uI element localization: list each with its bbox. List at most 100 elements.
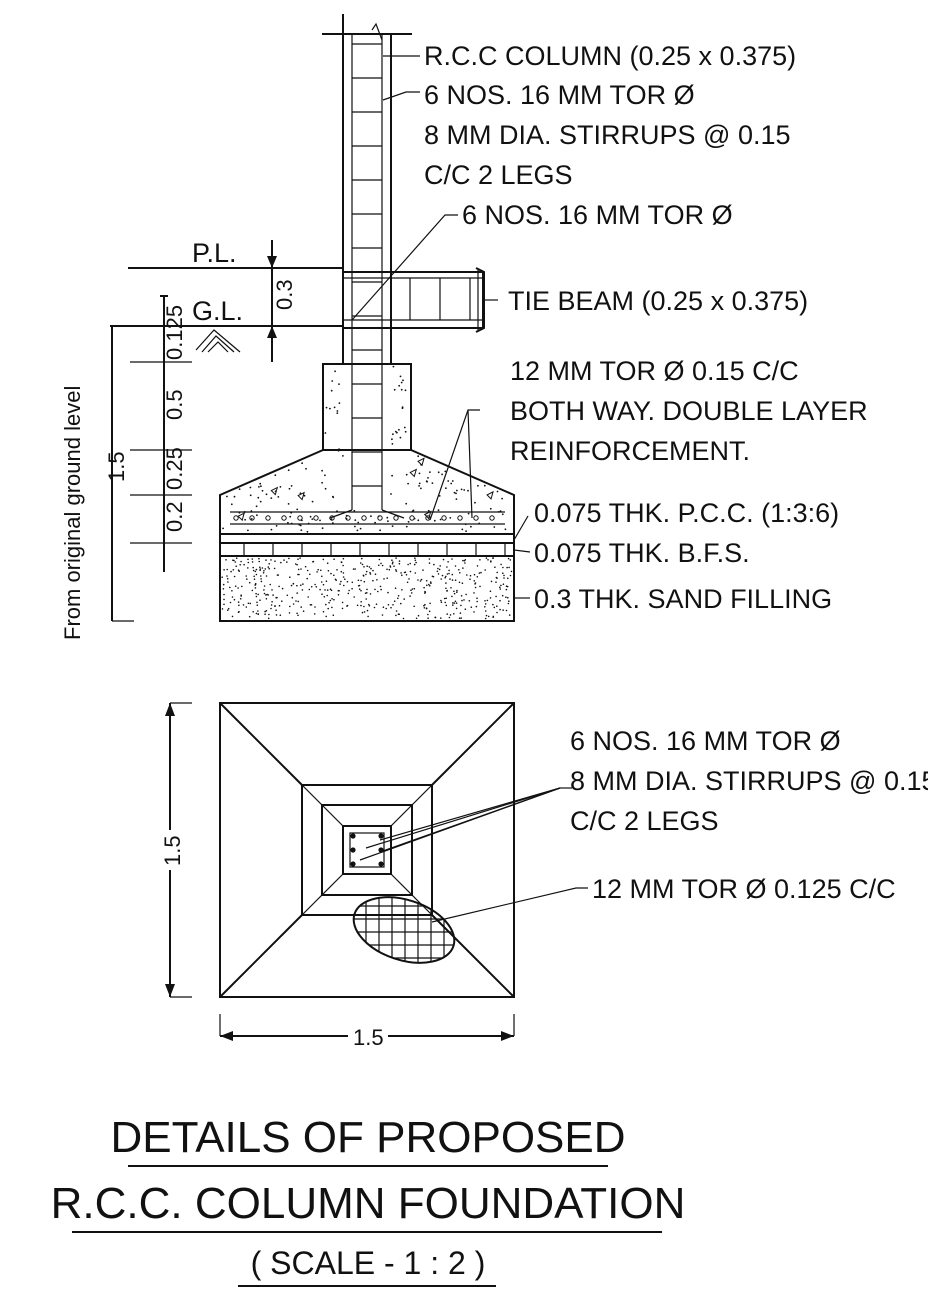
sand-grain: [409, 595, 411, 597]
speckle: [400, 381, 403, 384]
sand-grain: [370, 567, 372, 570]
speckle: [275, 525, 278, 527]
speckle: [398, 428, 400, 431]
sand-grain: [393, 565, 395, 567]
sand-grain: [286, 561, 288, 563]
sand-grain: [395, 570, 398, 572]
sand-grain: [297, 573, 299, 576]
sand-grain: [401, 574, 403, 576]
speckle: [287, 469, 290, 472]
sand-grain: [297, 558, 299, 560]
mesh-bar: [393, 515, 399, 521]
sand-grain: [308, 588, 311, 591]
bar-hook-left: [329, 509, 353, 519]
speckle: [391, 438, 393, 441]
speckle: [305, 467, 307, 470]
speckle: [259, 500, 262, 503]
speckle: [288, 487, 291, 490]
sand-grain: [424, 603, 426, 606]
sand-grain: [263, 589, 265, 591]
sand-grain: [275, 597, 277, 599]
sand-grain: [302, 583, 304, 585]
sand-grain: [449, 614, 452, 616]
speckle: [334, 370, 336, 373]
callout-main-bars: 6 NOS. 16 MM TOR Ø: [424, 80, 695, 110]
sand-grain: [325, 603, 327, 606]
callout-mesh-3: REINFORCEMENT.: [510, 436, 750, 466]
speckle: [449, 517, 452, 519]
sand-grain: [479, 559, 481, 561]
sand-grain: [439, 565, 442, 567]
sand-grain: [415, 561, 417, 564]
sand-grain: [264, 610, 266, 613]
sand-grain: [320, 569, 322, 572]
sand-grain: [365, 598, 368, 600]
sand-grain: [368, 605, 371, 607]
sand-grain: [409, 562, 412, 565]
sand-grain: [390, 606, 392, 609]
sand-grain: [484, 603, 487, 605]
callout-tie-beam: TIE BEAM (0.25 x 0.375): [508, 286, 808, 316]
sand-grain: [448, 569, 450, 572]
sand-grain: [319, 588, 321, 591]
sand-grain: [321, 575, 323, 578]
sand-grain: [323, 596, 326, 598]
sand-grain: [415, 617, 418, 620]
sand-grain: [251, 589, 254, 592]
sand-grain: [312, 560, 315, 563]
sand-grain: [380, 588, 382, 591]
sand-grain: [408, 578, 410, 580]
sand-grain: [310, 586, 313, 588]
sand-grain: [454, 565, 457, 567]
sand-grain: [422, 569, 424, 571]
sand-grain: [496, 611, 498, 614]
sand-grain: [245, 606, 248, 608]
sand-grain: [254, 587, 257, 589]
sand-grain: [283, 559, 285, 561]
sand-grain: [309, 604, 312, 606]
speckle: [399, 436, 402, 439]
sand-grain: [263, 592, 266, 595]
sand-grain: [278, 585, 280, 588]
speckle: [496, 490, 499, 493]
sand-grain: [296, 612, 298, 615]
speckle: [336, 410, 339, 412]
sand-grain: [263, 585, 266, 587]
plan-diag-br: [431, 914, 515, 998]
leader-main-bars: [382, 91, 420, 101]
sand-grain: [274, 605, 276, 607]
mesh-bar: [329, 515, 335, 521]
sand-grain: [451, 595, 453, 598]
sand-grain: [367, 615, 369, 618]
sand-grain: [337, 594, 340, 596]
sand-grain: [231, 615, 234, 618]
sand-grain: [433, 563, 435, 566]
sand-grain: [251, 561, 254, 563]
sand-grain: [223, 569, 225, 571]
plan-height-dim-gap: [158, 830, 182, 870]
sand-grain: [329, 588, 332, 590]
sand-grain: [257, 593, 260, 596]
sand-grain: [411, 588, 414, 590]
sand-grain: [440, 601, 443, 603]
sand-grain: [260, 578, 262, 580]
sand-grain: [330, 572, 332, 575]
tie-beam-stirrups: [409, 278, 471, 320]
sand-grain: [446, 613, 449, 615]
sand-grain: [487, 559, 489, 561]
sand-grain: [340, 570, 343, 573]
sand-grain: [480, 571, 482, 574]
plan-footing-outline: [219, 702, 515, 998]
callout-column: R.C.C COLUMN (0.25 x 0.375): [424, 41, 796, 71]
sand-grain: [502, 583, 505, 585]
sand-grain: [405, 574, 408, 576]
sand-grain: [288, 557, 290, 560]
sand-grain: [248, 615, 251, 618]
callout-bfs: 0.075 THK. B.F.S.: [534, 538, 750, 568]
speckle: [256, 514, 258, 517]
sand-grain: [297, 600, 300, 603]
sand-grain: [507, 577, 509, 580]
plan-diag-tr: [431, 702, 515, 786]
speckle: [460, 488, 463, 491]
speckle: [301, 462, 303, 465]
